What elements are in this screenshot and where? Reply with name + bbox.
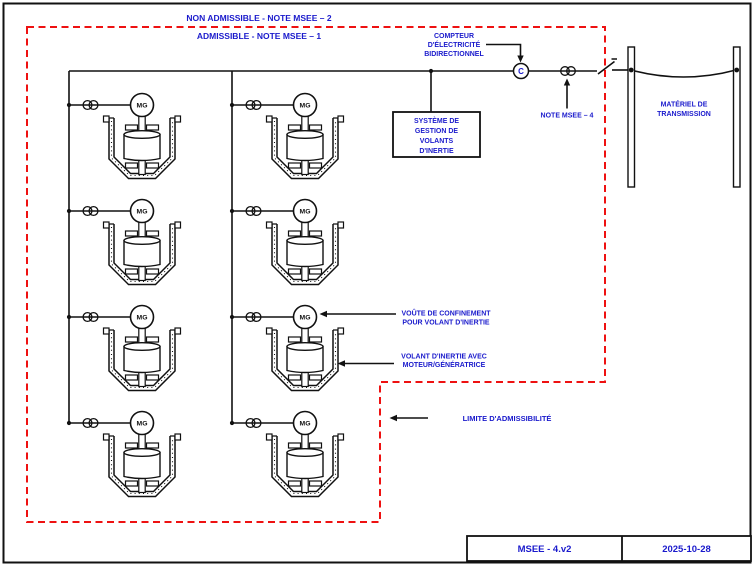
meter-arrow (486, 43, 522, 57)
document-date: 2025-10-28 (662, 544, 711, 555)
wire-junction-right (734, 67, 740, 73)
transmission-poles (627, 46, 741, 188)
admissible-title: ADMISSIBLE - NOTE MSEE – 1 (197, 31, 321, 41)
document-id: MSEE - 4.v2 (518, 544, 572, 555)
flywheel-label-line2: MOTEUR/GÉNÉRATRICE (403, 360, 486, 369)
flywheel-unit-6 (231, 198, 345, 286)
non-admissible-title: NON ADMISSIBLE - NOTE MSEE – 2 (186, 13, 331, 23)
meter-label-line1: COMPTEUR (434, 33, 474, 40)
note-msee-4-label: NOTE MSEE – 4 (541, 113, 594, 120)
management-system-line3: VOLANTS (420, 138, 454, 145)
meter-letter: C (518, 67, 524, 76)
transmission-wire (630, 69, 737, 78)
flywheel-unit-4 (68, 410, 182, 498)
management-system-box: SYSTÈME DE GESTION DE VOLANTS D'INERTIE (392, 111, 481, 158)
transmission-pole-left (627, 46, 636, 188)
flywheel-label-line1: VOLANT D'INERTIE AVEC (401, 354, 487, 361)
meter-icon: C (512, 62, 530, 80)
flywheel-unit-1 (68, 92, 182, 180)
vault-label-line1: VOÛTE DE CONFINEMENT (401, 309, 491, 318)
admissibility-boundary (26, 26, 606, 523)
flywheel-unit-8 (231, 410, 345, 498)
flywheel-unit-7 (231, 304, 345, 392)
flywheel-unit-3 (68, 304, 182, 392)
transmission-pole-right (732, 46, 741, 188)
management-system-line1: SYSTÈME DE (414, 116, 459, 125)
flywheel-units (68, 92, 345, 498)
transmission-label-line2: TRANSMISSION (657, 111, 711, 118)
limit-label: LIMITE D'ADMISSIBILITÉ (463, 414, 552, 423)
meter-label-line2: D'ÉLECTRICITÉ (428, 40, 481, 49)
callout-labels: COMPTEUR D'ÉLECTRICITÉ BIDIRECTIONNEL NO… (401, 33, 711, 423)
flywheel-unit-5 (231, 92, 345, 180)
management-system-line4: D'INERTIE (419, 148, 454, 155)
title-block: MSEE - 4.v2 2025-10-28 (466, 535, 752, 562)
transmission-label-line1: MATÉRIEL DE (661, 100, 708, 109)
vault-label-line2: POUR VOLANT D'INERTIE (402, 320, 490, 327)
management-system-line2: GESTION DE (415, 128, 459, 135)
wire-junction-left (628, 67, 634, 73)
circuit-lines (68, 58, 737, 423)
callout-arrows (319, 43, 571, 422)
disconnect-switch-icon (597, 58, 628, 75)
flywheel-unit-2 (68, 198, 182, 286)
junction-dots (66, 68, 434, 426)
bus-transformer-icon (560, 66, 576, 76)
meter-label-line3: BIDIRECTIONNEL (424, 51, 484, 58)
